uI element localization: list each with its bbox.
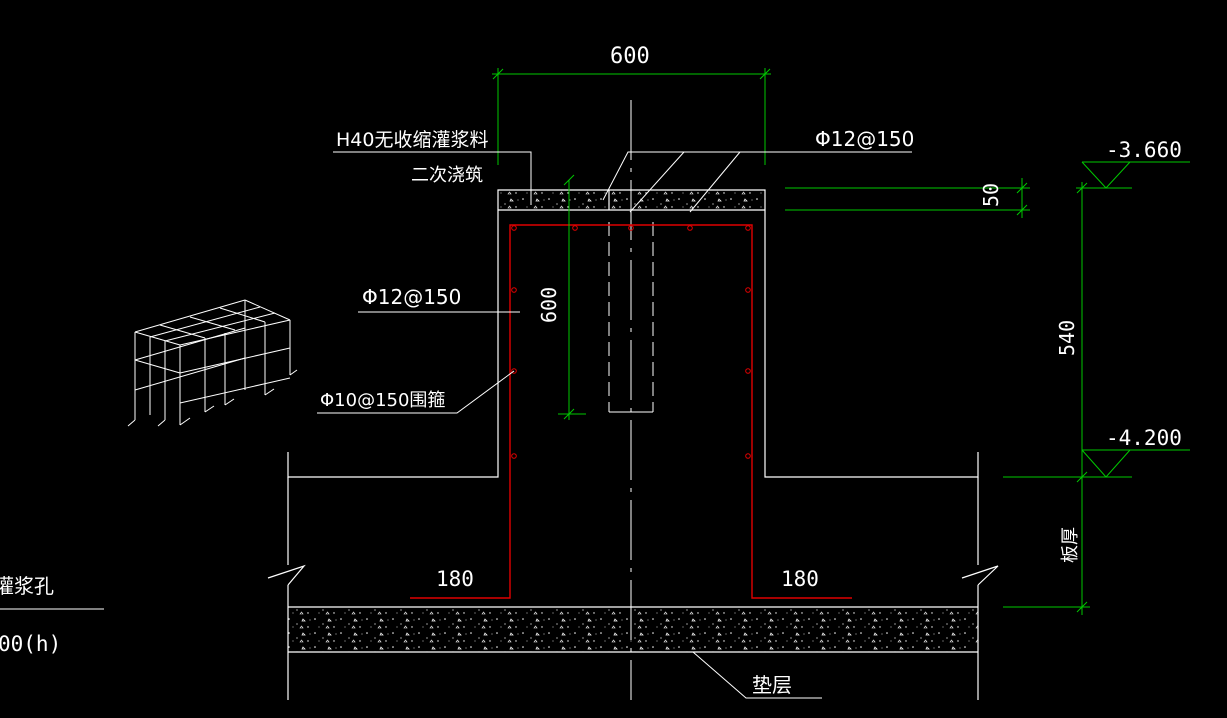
stirrup-label: Φ10@150围箍 xyxy=(320,390,445,411)
cushion-layer xyxy=(288,606,978,653)
cushion-label: 垫层 xyxy=(752,673,792,697)
dim-column-600-label: 600 xyxy=(537,287,561,323)
grout-label-line2: 二次浇筑 xyxy=(411,165,483,186)
elevation-marker-top xyxy=(1081,161,1190,189)
leader-lines xyxy=(0,151,912,699)
elevation-top-label: -3.660 xyxy=(1106,138,1182,162)
elevation-marker-bottom xyxy=(1081,449,1190,478)
rebar-dots xyxy=(511,225,751,459)
top-rebar-label: Φ12@150 xyxy=(815,127,914,151)
pedestal-outline xyxy=(287,189,979,478)
dimension-column-600 xyxy=(558,174,586,420)
elevation-bottom-label: -4.200 xyxy=(1106,426,1182,450)
dimension-grout-50 xyxy=(785,178,1030,218)
hook-right-180-label: 180 xyxy=(781,567,819,591)
left-edge-label-1: 灌浆孔 xyxy=(0,574,54,598)
dim-grout-50-label: 50 xyxy=(979,183,1003,207)
rebar-cage xyxy=(410,224,852,599)
anchor-bolt-outline xyxy=(608,222,654,412)
dimension-top-600 xyxy=(492,68,771,165)
dim-slab-thickness-label: 板厚 xyxy=(1060,527,1081,563)
side-rebar-label: Φ12@150 xyxy=(362,285,461,309)
rebar-cage-isometric-sketch xyxy=(127,299,298,427)
grout-label-line1: H40无收缩灌浆料 xyxy=(336,129,488,151)
dimension-height-540 xyxy=(1003,182,1132,615)
slab-edges xyxy=(267,477,999,700)
dim-height-540-label: 540 xyxy=(1055,320,1079,356)
dim-top-600-label: 600 xyxy=(610,44,650,69)
hook-left-180-label: 180 xyxy=(436,567,474,591)
left-edge-label-2: 00(h) xyxy=(0,632,61,656)
